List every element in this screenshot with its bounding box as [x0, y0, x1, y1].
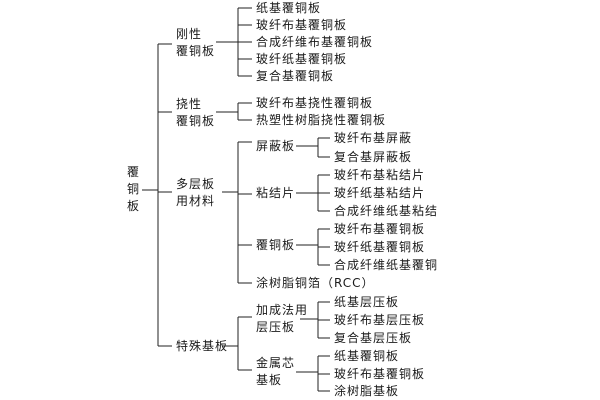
- additive-label: 加成法用 层压板: [256, 302, 308, 336]
- shield-item-composite: 复合基屏蔽板: [334, 150, 413, 164]
- special-branch-label: 特殊基板: [176, 339, 229, 353]
- flexible-item-glass-cloth: 玻纤布基挠性覆铜板: [256, 96, 374, 110]
- multilayer-label-line2: 用材料: [176, 194, 216, 208]
- metal-label-line2: 基板: [256, 373, 283, 387]
- flexible-item-thermoplastic: 热塑性树脂挠性覆铜板: [256, 113, 387, 127]
- prepreg-label: 粘结片: [256, 186, 296, 200]
- ccl-item-synthetic: 合成纤维纸基覆铜: [334, 258, 439, 272]
- flexible-label-line1: 挠性: [176, 97, 203, 111]
- prepreg-item-synthetic: 合成纤维纸基粘结: [334, 204, 439, 218]
- additive-item-composite: 复合基层压板: [334, 331, 413, 345]
- flexible-branch-label: 挠性 覆铜板: [176, 96, 215, 130]
- metal-item-resin: 涂树脂基板: [334, 384, 400, 398]
- additive-label-line1: 加成法用: [256, 303, 309, 317]
- rigid-item-composite: 复合基覆铜板: [256, 69, 335, 83]
- additive-item-paper: 纸基层压板: [334, 295, 400, 309]
- shield-label: 屏蔽板: [256, 139, 296, 153]
- additive-label-line2: 层压板: [256, 320, 296, 334]
- rigid-label-line1: 刚性: [176, 27, 203, 41]
- rigid-branch-label: 刚性 覆铜板: [176, 26, 215, 60]
- ccl-label: 覆铜板: [256, 238, 296, 252]
- metal-item-paper: 纸基覆铜板: [334, 349, 400, 363]
- prepreg-item-glass-paper: 玻纤纸基粘结片: [334, 186, 426, 200]
- rigid-item-glass-paper: 玻纤纸基覆铜板: [256, 52, 348, 66]
- metal-item-glass-cloth: 玻纤布基覆铜板: [334, 367, 426, 381]
- prepreg-item-glass-cloth: 玻纤布基粘结片: [334, 168, 426, 182]
- metal-core-label: 金属芯 基板: [256, 355, 295, 389]
- metal-label-line1: 金属芯: [256, 356, 296, 370]
- rigid-label-line2: 覆铜板: [176, 44, 216, 58]
- shield-item-glass-cloth: 玻纤布基屏蔽: [334, 131, 413, 145]
- multilayer-branch-label: 多层板 用材料: [176, 176, 215, 210]
- root-label: 覆铜板: [126, 165, 139, 213]
- ccl-item-glass-paper: 玻纤纸基覆铜板: [334, 240, 426, 254]
- rigid-item-paper: 纸基覆铜板: [256, 1, 322, 15]
- additive-item-glass-cloth: 玻纤布基层压板: [334, 313, 426, 327]
- rigid-item-synthetic: 合成纤维布基覆铜板: [256, 35, 374, 49]
- ccl-item-glass-cloth: 玻纤布基覆铜板: [334, 222, 426, 236]
- multilayer-label-line1: 多层板: [176, 177, 216, 191]
- rigid-item-glass-cloth: 玻纤布基覆铜板: [256, 18, 348, 32]
- rcc-label: 涂树脂铜箔（RCC）: [256, 276, 375, 290]
- flexible-label-line2: 覆铜板: [176, 114, 216, 128]
